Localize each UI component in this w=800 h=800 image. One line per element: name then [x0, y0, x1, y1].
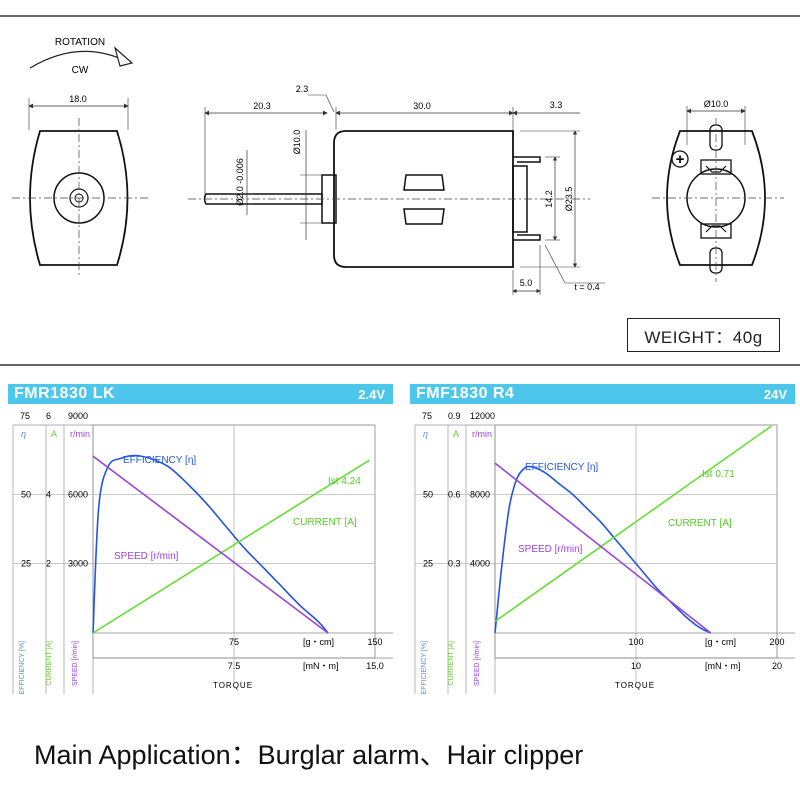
speed-tick-label: 8000	[470, 489, 490, 499]
dim-shaft-length: 20.3	[253, 101, 271, 111]
speed-tick-label: 6000	[68, 489, 88, 499]
torque-gcm-tick-label: 100	[628, 637, 643, 647]
torque-mnm-tick-label: 15.0	[366, 661, 384, 671]
dim-body-height: Ø23.5	[564, 187, 574, 212]
torque-mnm-tick-label: 20	[772, 661, 782, 671]
dim-terminal-length: 3.3	[550, 100, 563, 110]
chart-model-name: FMF1830 R4	[416, 385, 515, 402]
torque-gcm-unit: [g・cm]	[705, 637, 736, 647]
dim-terminal-offset: 5.0	[520, 278, 533, 288]
speed-tick-label: 3000	[68, 559, 88, 569]
efficiency-axis-symbol: η	[21, 429, 26, 439]
rotation-direction: CW	[72, 65, 89, 76]
stall-current-label: Ist 4.24	[328, 476, 361, 487]
main-application-text: Main Application：Burglar alarm、Hair clip…	[34, 740, 584, 770]
current-axis-symbol: A	[453, 429, 459, 439]
current-tick-label: 4	[46, 489, 51, 499]
chart-voltage: 24V	[763, 387, 787, 402]
speed-tick-label: 9000	[68, 411, 88, 421]
speed-axis-symbol: r/min	[472, 429, 492, 439]
efficiency-tick-label: 25	[21, 559, 31, 569]
torque-gcm-tick-label: 200	[769, 637, 784, 647]
vertical-axis-label: SPEED [r/min]	[474, 641, 481, 686]
efficiency-tick-label: 50	[423, 489, 433, 499]
efficiency-axis-symbol: η	[423, 429, 428, 439]
torque-gcm-tick-label: 75	[229, 637, 239, 647]
chart-header: FMR1830 LK 2.4V	[8, 384, 393, 404]
speed-tick-label: 4000	[470, 559, 490, 569]
vertical-axis-label: CURRENT [A]	[46, 641, 53, 686]
vertical-axis-label: EFFICIENCY [%]	[19, 641, 26, 695]
torque-axis-title: TORQUE	[213, 681, 253, 690]
torque-mnm-tick-label: 7.5	[228, 661, 241, 671]
current-series-label: CURRENT [A]	[293, 517, 357, 528]
torque-mnm-unit: [mN・m]	[303, 661, 339, 671]
series-line-efficiency	[92, 454, 329, 634]
speed-axis-symbol: r/min	[70, 429, 90, 439]
torque-gcm-tick-label: 150	[367, 637, 382, 647]
current-tick-label: 0.9	[448, 411, 461, 421]
front-view-outline	[29, 130, 129, 266]
current-tick-label: 6	[46, 411, 51, 421]
current-tick-label: 2	[46, 559, 51, 569]
efficiency-series-label: EFFICIENCY [η]	[525, 462, 598, 473]
efficiency-tick-label: 75	[422, 411, 432, 421]
series-line-current	[92, 459, 370, 634]
side-view-body	[333, 130, 514, 268]
vertical-axis-label: EFFICIENCY [%]	[421, 641, 428, 695]
technical-drawing: ROTATION CW 18.0 20.3 2.3 30.0 3.3 Ø2.0 …	[0, 15, 800, 366]
chart-header: FMF1830 R4 24V	[410, 384, 795, 404]
vertical-axis-label: CURRENT [A]	[448, 641, 455, 686]
plus-terminal-icon	[671, 150, 689, 168]
speed-series-label: SPEED [r/min]	[518, 544, 583, 555]
stall-current-label: Ist 0.71	[702, 469, 735, 480]
dim-terminal-spacing: 14.2	[544, 190, 554, 208]
dim-width-front: 18.0	[69, 94, 87, 104]
rotation-arrowhead-icon	[113, 46, 134, 67]
dim-shaft-diameter: Ø2.0 -0.006	[235, 158, 245, 206]
current-tick-label: 0.3	[448, 559, 461, 569]
series-line-speed	[494, 462, 712, 634]
series-line-speed	[92, 455, 329, 634]
torque-gcm-unit: [g・cm]	[303, 637, 334, 647]
current-tick-label: 0.6	[448, 489, 461, 499]
efficiency-tick-label: 50	[21, 489, 31, 499]
dim-terminal-thickness: t = 0.4	[574, 282, 599, 292]
torque-mnm-unit: [mN・m]	[705, 661, 741, 671]
torque-axis-title: TORQUE	[615, 681, 655, 690]
dim-body-length: 30.0	[413, 101, 431, 111]
dim-end-boss: Ø10.0	[704, 99, 729, 109]
efficiency-tick-label: 25	[423, 559, 433, 569]
weight-label: WEIGHT：40g	[627, 318, 780, 352]
vertical-axis-label: SPEED [r/min]	[72, 641, 79, 686]
rotation-label: ROTATION	[55, 37, 105, 48]
efficiency-tick-label: 75	[20, 411, 30, 421]
current-axis-symbol: A	[51, 429, 57, 439]
dim-boss-diameter: Ø10.0	[292, 130, 302, 155]
speed-tick-label: 12000	[470, 411, 495, 421]
end-view-outline	[666, 130, 766, 266]
dim-boss-length: 2.3	[296, 84, 309, 94]
plus-sign: +	[676, 151, 685, 168]
series-line-current	[494, 425, 772, 623]
chart-model-name: FMR1830 LK	[14, 385, 116, 402]
efficiency-series-label: EFFICIENCY [η]	[123, 455, 196, 466]
speed-series-label: SPEED [r/min]	[114, 551, 179, 562]
chart-voltage: 2.4V	[358, 387, 385, 402]
current-series-label: CURRENT [A]	[668, 518, 732, 529]
torque-mnm-tick-label: 10	[631, 661, 641, 671]
